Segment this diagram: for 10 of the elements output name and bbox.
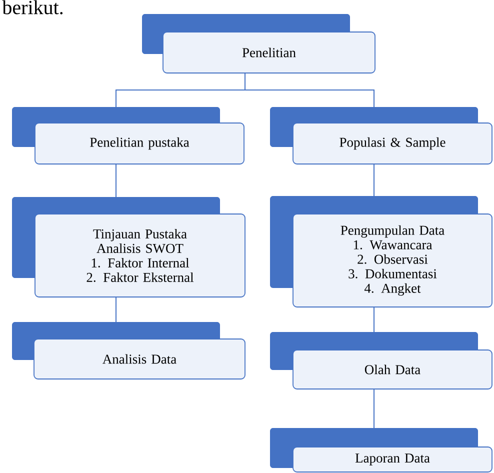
process-box: Populasi & Sample — [270, 107, 492, 164]
connector-line — [244, 72, 374, 108]
process-box: Penelitian pustaka — [12, 107, 244, 164]
process-box: Pengumpulan Data 1. Wawancara 2. Observasi 3. Dokumentasi 4. Angket — [270, 196, 492, 308]
process-box: Olah Data — [270, 332, 492, 390]
process-box: Tinjauan Pustaka Analisis SWOT 1. Faktor Internal 2. Faktor Eksternal — [12, 197, 246, 298]
heading-text: berikut. — [2, 0, 63, 14]
process-box: Analisis Data — [12, 322, 246, 380]
process-box: Penelitian — [142, 14, 376, 74]
process-box: Laporan Data — [270, 428, 492, 472]
